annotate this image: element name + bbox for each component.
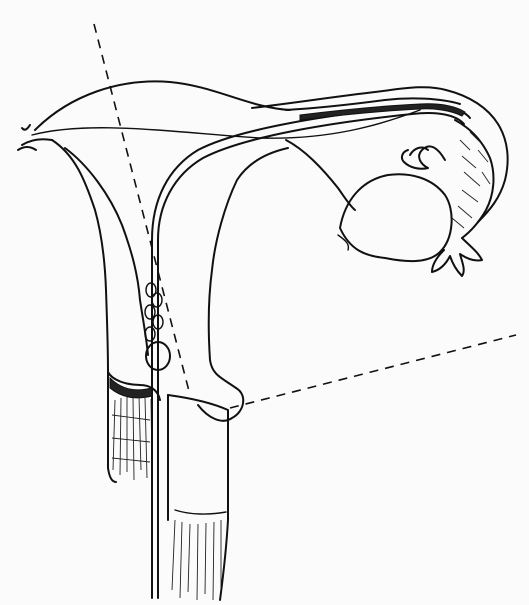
section-line-right: [230, 335, 516, 408]
vagina: [108, 395, 228, 600]
fallopian-tube: [252, 87, 508, 222]
ovarian-ligament: [286, 140, 355, 210]
ovary: [338, 174, 452, 261]
uterus-outline: [52, 140, 288, 468]
left-tube-stump: [18, 147, 36, 150]
